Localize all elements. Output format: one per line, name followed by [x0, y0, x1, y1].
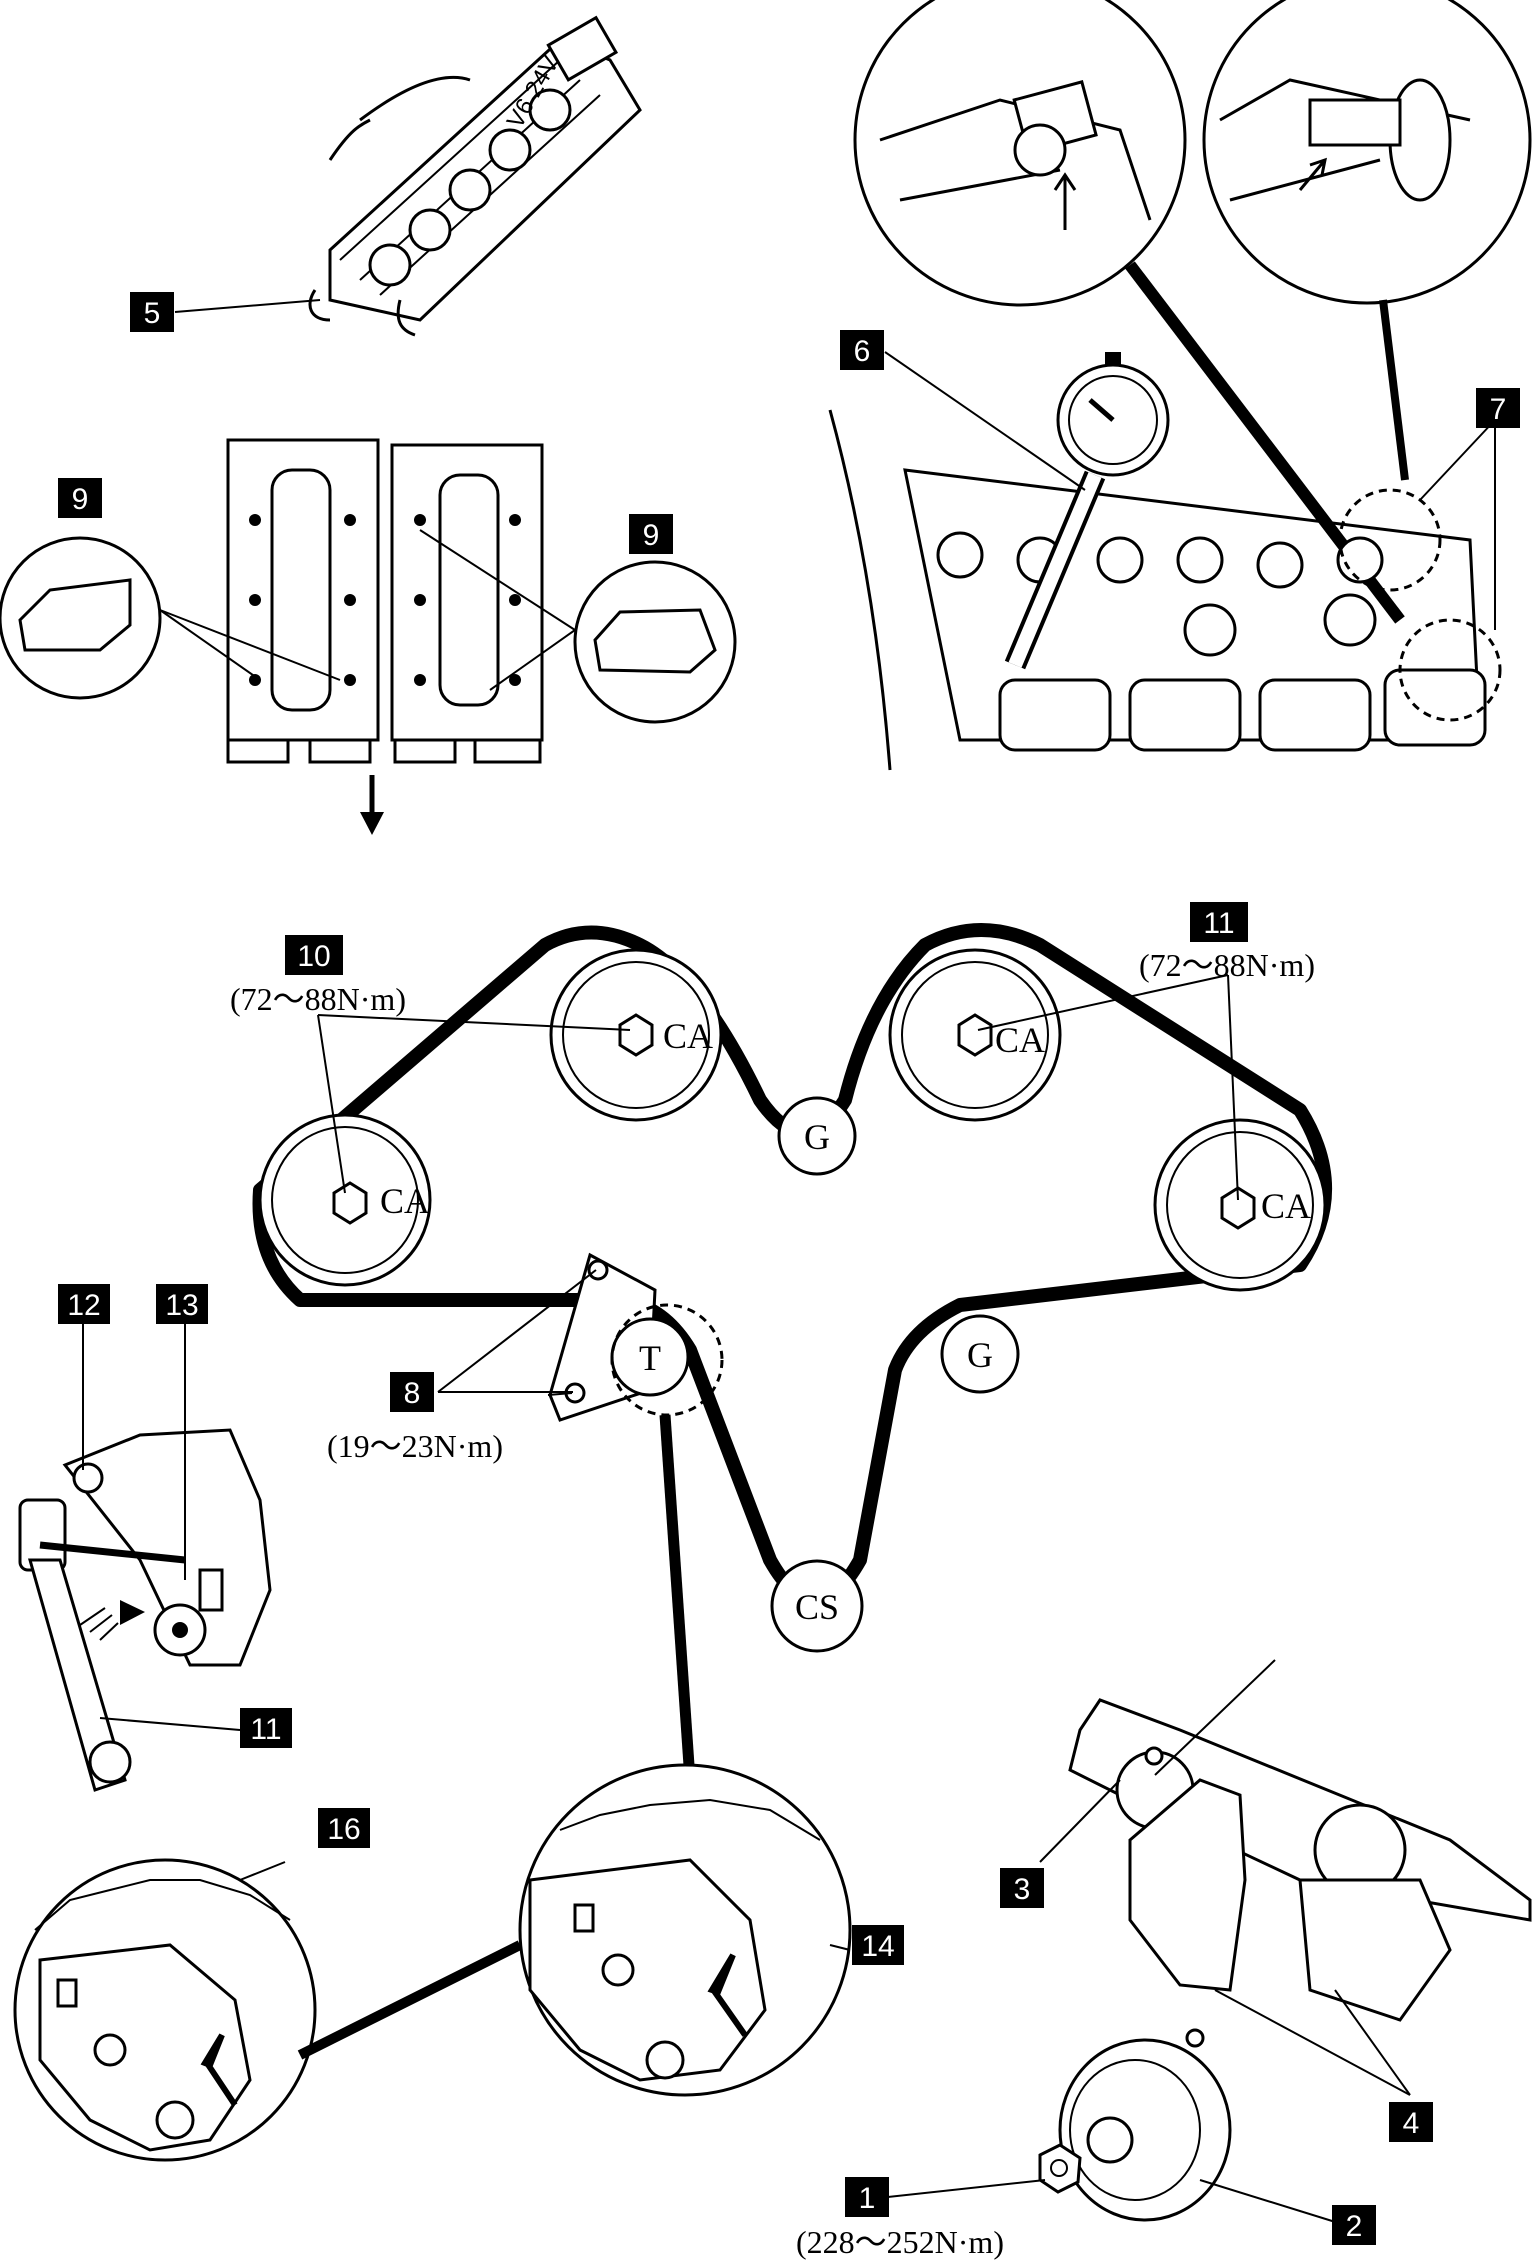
callout-9b: 9 [629, 514, 673, 554]
svg-text:9: 9 [72, 483, 89, 516]
svg-text:8: 8 [404, 1377, 421, 1410]
svg-text:4: 4 [1403, 2107, 1420, 2140]
svg-text:(72～88N·m): (72～88N·m) [1139, 947, 1315, 983]
callout-7: 7 [1476, 388, 1520, 428]
pulley-t: T [610, 1303, 724, 1417]
svg-text:G: G [804, 1117, 830, 1157]
pulley-ca-left-upper: CA [549, 948, 723, 1122]
callout-13: 12 [58, 1284, 110, 1324]
svg-text:9: 9 [643, 519, 660, 552]
svg-text:5: 5 [144, 297, 161, 330]
callout-1: 1 (228～252N·m) [796, 2177, 1004, 2260]
tensioner-detail-16 [13, 1858, 317, 2162]
callout-15: 14 [852, 1925, 904, 1965]
svg-text:10: 10 [297, 940, 330, 973]
svg-text:6: 6 [854, 335, 871, 368]
pulley-g-lower: G [940, 1314, 1020, 1394]
svg-text:13: 13 [165, 1289, 198, 1322]
timing-belt [252, 923, 1332, 1607]
callout-3: 3 [1000, 1868, 1044, 1908]
callout-6: 6 [840, 330, 884, 370]
callout-9a: 9 [58, 478, 102, 518]
pulley-ca-right-lower: CA [1153, 1118, 1327, 1292]
svg-text:2: 2 [1346, 2210, 1363, 2243]
callout-16: 16 [318, 1808, 370, 1848]
camshaft-gauge-illustration [828, 0, 1532, 771]
svg-text:7: 7 [1490, 393, 1507, 426]
svg-text:CA: CA [663, 1016, 713, 1056]
svg-text:(72～88N·m): (72～88N·m) [230, 981, 406, 1017]
svg-text:T: T [639, 1338, 661, 1378]
pulley-cs: CS [770, 1559, 864, 1653]
pulley-ca-left-lower: CA [258, 1113, 432, 1287]
svg-text:CA: CA [380, 1181, 430, 1221]
svg-text:CA: CA [995, 1020, 1045, 1060]
timing-covers-illustration [887, 1659, 1532, 2226]
callout-2: 2 [1332, 2205, 1376, 2245]
svg-text:16: 16 [327, 1813, 360, 1846]
svg-text:(19～23N·m): (19～23N·m) [327, 1428, 503, 1464]
pulley-g-upper: G [777, 1096, 857, 1176]
callout-4: 4 [1389, 2102, 1433, 2142]
svg-text:CS: CS [795, 1587, 839, 1627]
callout-11: 11 (72～88N·m) [1139, 902, 1315, 983]
pulley-ca-right-upper: CA [888, 948, 1062, 1122]
svg-text:1: 1 [859, 2182, 876, 2215]
callout-14: 13 [156, 1284, 208, 1324]
callout-8: 8 (19～23N·m) [327, 1372, 503, 1464]
svg-text:14: 14 [861, 1930, 894, 1963]
engine-cover-illustration: V6 24V [174, 15, 642, 337]
svg-text:(228～252N·m): (228～252N·m) [796, 2224, 1004, 2260]
svg-text:CA: CA [1261, 1186, 1311, 1226]
svg-text:G: G [967, 1335, 993, 1375]
svg-text:11: 11 [1203, 907, 1234, 940]
svg-text:11: 11 [250, 1713, 281, 1746]
callout-10: 10 (72～88N·m) [230, 935, 406, 1017]
svg-text:3: 3 [1014, 1873, 1031, 1906]
svg-text:12: 12 [67, 1289, 100, 1322]
tensioner-detail-15 [297, 1763, 852, 2097]
bearing-caps-illustration [0, 438, 737, 835]
callout-12: 11 [240, 1708, 292, 1748]
tensioner-tool-illustration [18, 1312, 272, 1792]
callout-5: 5 [130, 292, 174, 332]
